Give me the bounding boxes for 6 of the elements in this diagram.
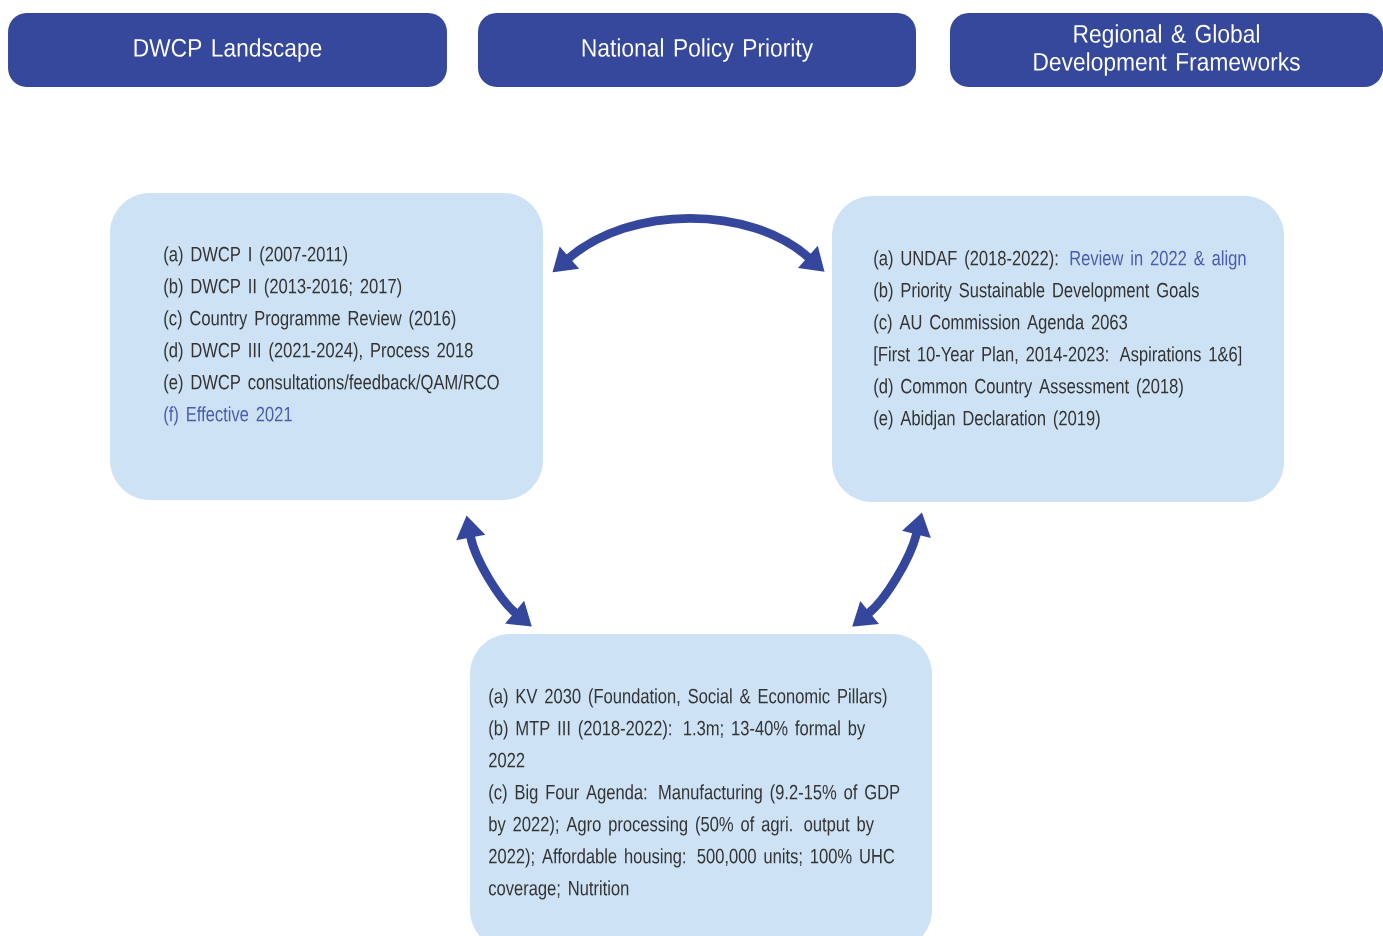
- text-box: (a) UNDAF (2018-2022): Review in 2022 & align (b) Priority Sustainable Development Goals (c) AU Commission Agenda 2063 [First 10-Year Plan, 2014-2023: Aspirations 1&6] (d) Common Country Assessment (2018) (e) Abidjan Declaration (2019): [832, 196, 1284, 502]
- header-box: Regional & Global Development Frameworks: [950, 13, 1383, 87]
- text-box: (a) DWCP I (2007-2011) (b) DWCP II (2013-2016; 2017) (c) Country Programme Review (2016) (d) DWCP III (2021-2024), Process 2018 (e) DWCP consultations/feedback/QAM/RCO (f) Effective 2021: [109, 193, 544, 500]
- header-box: DWCP Landscape: [8, 13, 447, 87]
- text-box: (a) KV 2030 (Foundation, Social & Economic Pillars) (b) MTP III (2018-2022): 1.3m; 13-40% formal by 2022 (c) Big Four Agenda: Manufacturing (9.2-15% of GDP by 2022); Agro processing (50% of agri. output by 2022); Affordable housing: 500,000 units; 100% UHC coverage; Nutrition: [470, 634, 932, 936]
- header-box: National Policy Priority: [478, 13, 916, 87]
